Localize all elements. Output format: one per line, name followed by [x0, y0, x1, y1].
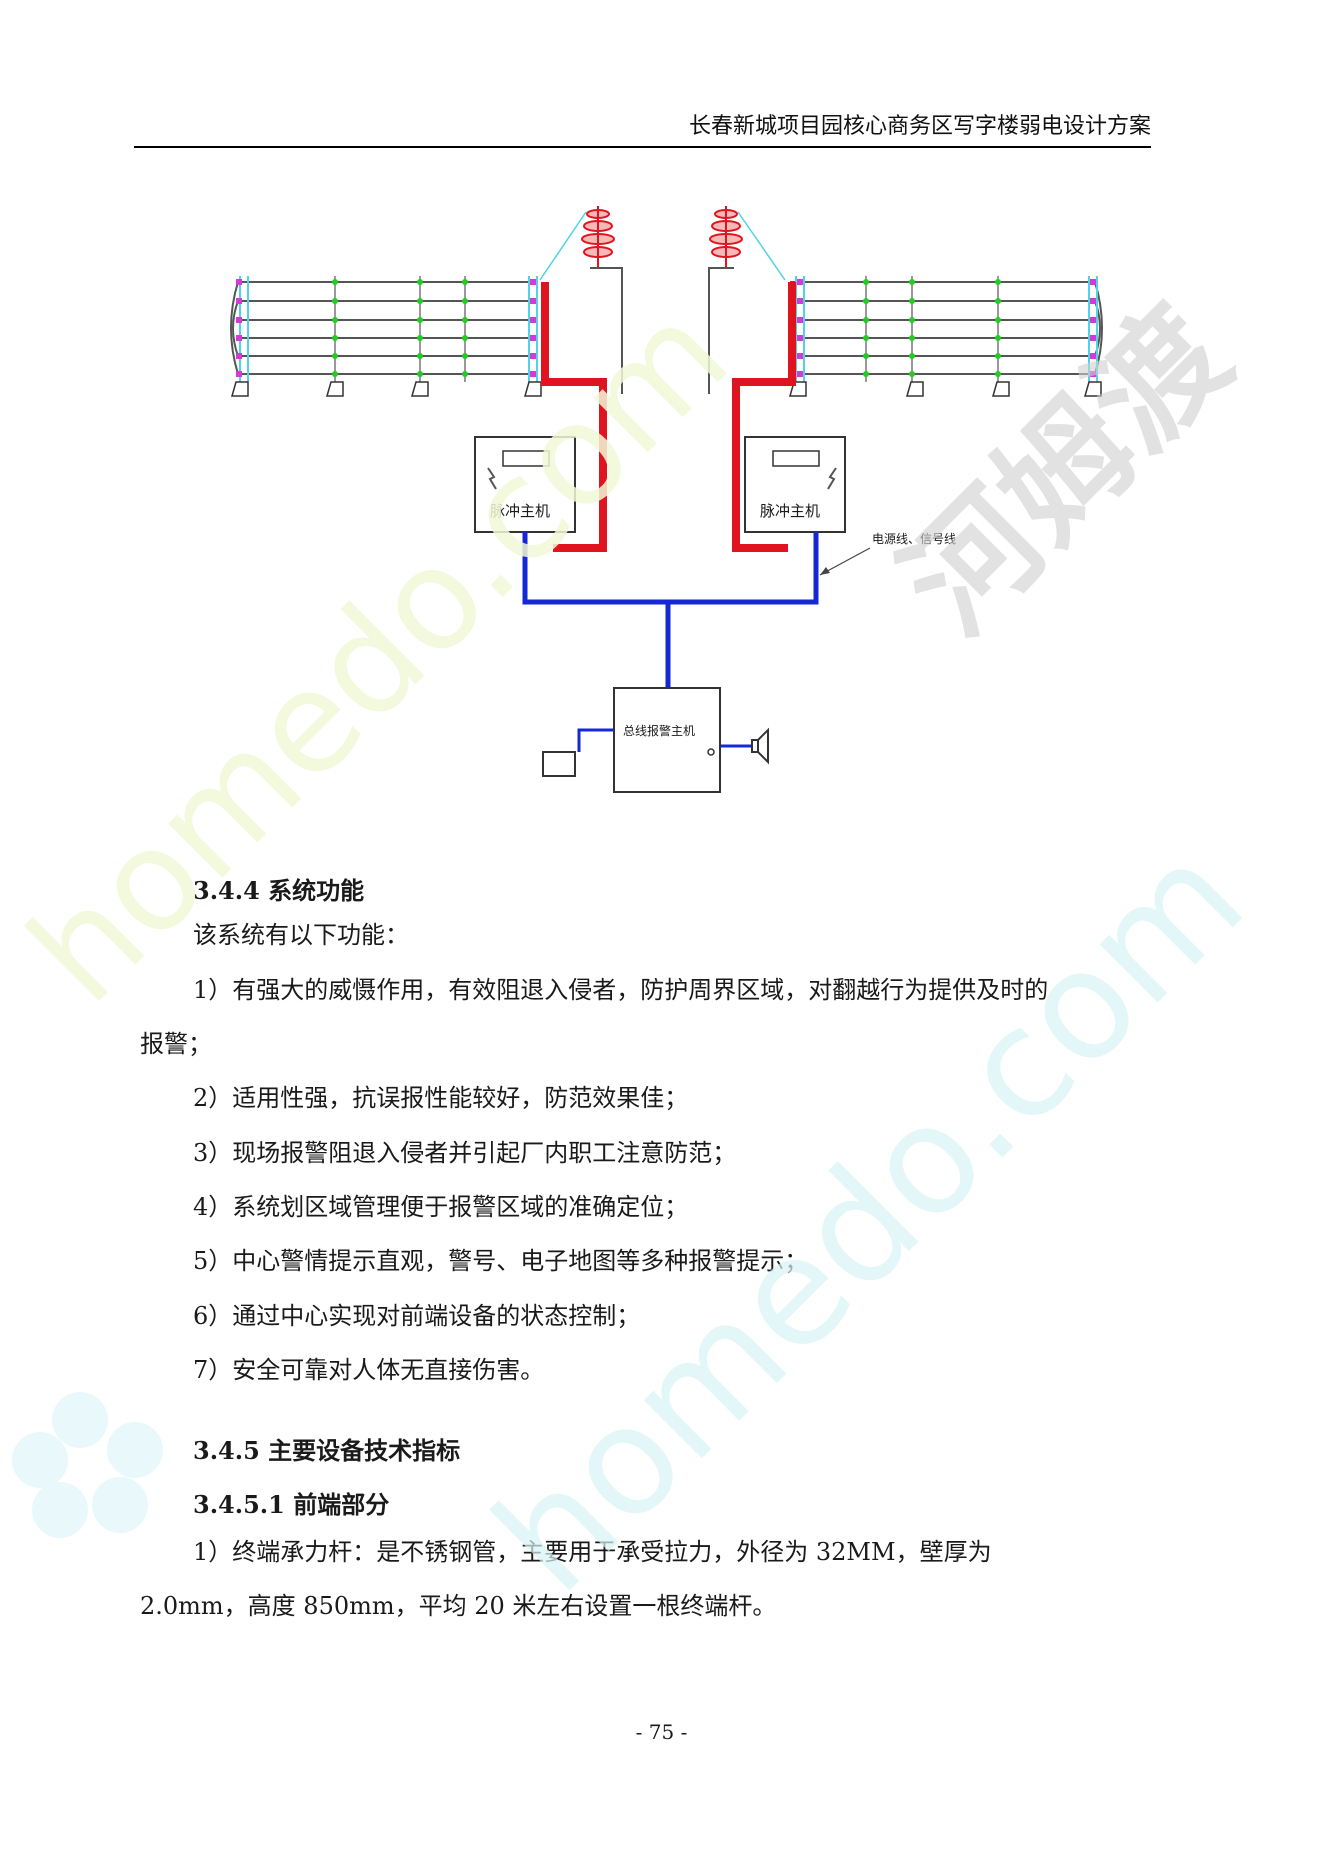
- list-item-continuation: 报警；: [140, 1030, 212, 1058]
- list-item: 4）系统划区域管理便于报警区域的准确定位；: [193, 1193, 689, 1221]
- siren-icon: [751, 727, 769, 765]
- header-rule: [134, 146, 1151, 148]
- list-item: 1）终端承力杆：是不锈钢管，主要用于承受拉力，外径为 32MM，壁厚为: [193, 1538, 992, 1566]
- list-item: 7）安全可靠对人体无直接伤害。: [193, 1356, 545, 1384]
- running-header: 长春新城项目园核心商务区写字楼弱电设计方案: [688, 114, 1151, 139]
- pulse-fence-diagram: [230, 206, 1103, 793]
- keypad-icon: [542, 751, 576, 777]
- left-pulse-host-label: 脉冲主机: [490, 502, 551, 520]
- right-pulse-host-label: 脉冲主机: [760, 502, 821, 520]
- list-item-continuation: 2.0mm，高度 850mm，平均 20 米左右设置一根终端杆。: [140, 1592, 777, 1620]
- section-heading-3-4-5: 3.4.5 主要设备技术指标: [193, 1436, 461, 1465]
- section-heading-3-4-4: 3.4.4 系统功能: [193, 876, 365, 905]
- right-fence-section: [708, 206, 1103, 552]
- bus-alarm-host: [613, 687, 721, 793]
- page-number: - 75 -: [635, 1720, 688, 1744]
- paragraph-intro: 该系统有以下功能：: [193, 921, 409, 949]
- list-item: 3）现场报警阻退入侵者并引起厂内职工注意防范；: [193, 1139, 737, 1167]
- list-item: 5）中心警情提示直观，警号、电子地图等多种报警提示；: [193, 1247, 809, 1275]
- list-item: 1）有强大的威慑作用，有效阻退入侵者，防护周界区域，对翻越行为提供及时的: [193, 976, 1049, 1004]
- subsection-heading-3-4-5-1: 3.4.5.1 前端部分: [193, 1490, 390, 1519]
- left-fence-section: [230, 206, 623, 552]
- right-pulse-host: [744, 436, 846, 533]
- left-pulse-host: [474, 436, 576, 533]
- bus-alarm-host-label: 总线报警主机: [623, 724, 696, 738]
- list-item: 2）适用性强，抗误报性能较好，防范效果佳；: [193, 1084, 689, 1112]
- cable-annotation: 电源线、信号线: [872, 532, 957, 546]
- list-item: 6）通过中心实现对前端设备的状态控制；: [193, 1302, 641, 1330]
- watermark-flower-icon: [12, 1392, 163, 1538]
